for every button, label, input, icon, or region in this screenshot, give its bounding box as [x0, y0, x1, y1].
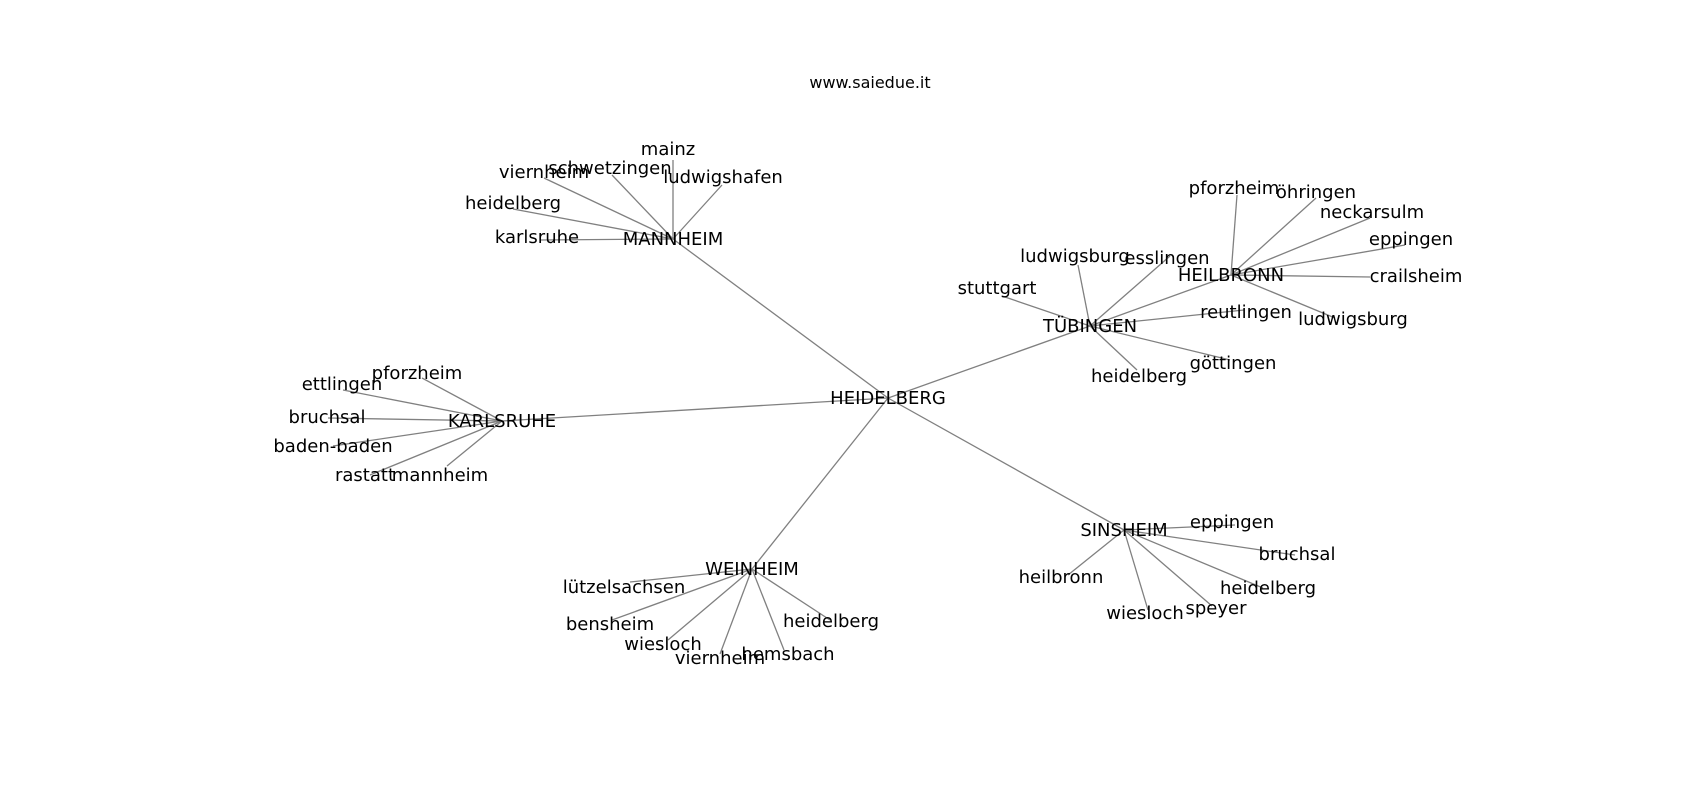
edge-karlsruhe-leaf-4	[369, 420, 503, 476]
edge-tuebingen	[887, 325, 1091, 399]
leaf-label-weinheim-2: wiesloch	[624, 634, 702, 655]
edge-sinsheim	[887, 397, 1125, 531]
edge-sinsheim-leaf-0	[1123, 524, 1236, 531]
leaf-label-tuebingen-5: heidelberg	[1091, 366, 1187, 387]
graph-title: www.saiedue.it	[809, 73, 930, 92]
edge-karlsruhe	[501, 397, 889, 422]
edge-mannheim-leaf-2	[672, 184, 723, 240]
leaf-label-karlsruhe-3: baden-baden	[273, 436, 392, 457]
edge-sinsheim-leaf-2	[1123, 529, 1264, 589]
leaf-label-tuebingen-2: stuttgart	[958, 278, 1037, 299]
edge-tuebingen-leaf-2	[1001, 295, 1091, 327]
leaf-label-sinsheim-4: wiesloch	[1106, 603, 1184, 624]
edge-sinsheim-leaf-4	[1123, 529, 1149, 611]
hub-label-weinheim: WEINHEIM	[705, 559, 799, 580]
edge-karlsruhe-leaf-0	[421, 377, 503, 422]
edge-heilbronn-leaf-3	[1230, 244, 1406, 276]
leaf-label-karlsruhe-0: pforzheim	[372, 363, 463, 384]
leaf-label-heilbronn-5: ludwigsburg	[1298, 309, 1408, 330]
edge-heilbronn	[1089, 274, 1232, 327]
hub-label-mannheim: MANNHEIM	[623, 229, 724, 250]
leaf-label-sinsheim-0: eppingen	[1190, 512, 1274, 533]
edge-mannheim-leaf-4	[512, 208, 674, 240]
edge-tuebingen-leaf-3	[1089, 309, 1245, 327]
leaf-label-heilbronn-0: pforzheim	[1189, 178, 1280, 199]
leaf-label-weinheim-3: viernheim	[675, 648, 765, 669]
edge-heilbronn-leaf-4	[1230, 274, 1371, 278]
hub-label-heilbronn: HEILBRONN	[1178, 265, 1284, 286]
leaf-label-mannheim-3: viernheim	[499, 162, 589, 183]
graph-labels: www.saiedue.it HEIDELBERG MANNHEIM mainzsc…	[273, 73, 1462, 669]
edge-weinheim-leaf-2	[667, 568, 753, 641]
leaf-label-weinheim-5: heidelberg	[783, 611, 879, 632]
leaf-label-mannheim-0: mainz	[641, 139, 695, 160]
edge-mannheim-leaf-3	[543, 177, 674, 240]
leaf-label-heilbronn-4: crailsheim	[1370, 266, 1463, 287]
edge-weinheim-leaf-1	[611, 568, 753, 621]
edge-heilbronn-leaf-0	[1230, 194, 1238, 276]
edge-tuebingen-leaf-0	[1077, 264, 1091, 327]
hub-label-sinsheim: SINSHEIM	[1080, 520, 1167, 541]
leaf-label-weinheim-4: hemsbach	[741, 644, 834, 665]
edge-weinheim-leaf-5	[751, 568, 831, 621]
leaf-label-sinsheim-3: speyer	[1185, 598, 1247, 619]
leaf-label-heilbronn-2: neckarsulm	[1320, 202, 1424, 223]
edge-weinheim-leaf-0	[629, 568, 753, 583]
edge-sinsheim-leaf-3	[1123, 529, 1213, 607]
edge-sinsheim-leaf-1	[1123, 529, 1296, 556]
leaf-label-karlsruhe-5: mannheim	[392, 465, 488, 486]
hub-label-tuebingen: TÜBINGEN	[1042, 315, 1137, 337]
edge-tuebingen-leaf-4	[1089, 325, 1231, 361]
leaf-label-heilbronn-1: öhringen	[1276, 182, 1356, 203]
leaf-label-sinsheim-2: heidelberg	[1220, 578, 1316, 599]
leaf-label-karlsruhe-4: rastatt	[335, 465, 395, 486]
leaf-label-mannheim-5: karlsruhe	[495, 227, 579, 248]
leaf-label-tuebingen-0: ludwigsburg	[1020, 246, 1130, 267]
leaf-label-weinheim-0: lützelsachsen	[563, 577, 686, 598]
edge-mannheim-leaf-5	[539, 238, 674, 241]
edge-karlsruhe-leaf-3	[332, 420, 503, 447]
edge-weinheim-leaf-3	[719, 568, 753, 655]
leaf-label-heilbronn-3: eppingen	[1369, 229, 1453, 250]
edge-sinsheim-leaf-5	[1067, 529, 1125, 576]
leaf-label-mannheim-2: ludwigshafen	[663, 167, 783, 188]
leaf-label-karlsruhe-1: ettlingen	[302, 374, 383, 395]
hub-label-karlsruhe: KARLSRUHE	[448, 411, 556, 432]
leaf-label-weinheim-1: bensheim	[566, 614, 654, 635]
graph-edges	[327, 160, 1406, 655]
edge-tuebingen-leaf-1	[1089, 255, 1171, 327]
edge-mannheim-leaf-1	[611, 174, 674, 240]
edge-mannheim	[672, 238, 889, 399]
edge-heilbronn-leaf-5	[1230, 274, 1336, 319]
edge-weinheim	[751, 397, 889, 570]
leaf-label-mannheim-4: heidelberg	[465, 193, 561, 214]
leaf-label-karlsruhe-2: bruchsal	[289, 407, 366, 428]
leaf-label-mannheim-1: schwetzingen	[548, 158, 671, 179]
edge-heilbronn-leaf-1	[1230, 197, 1317, 276]
edge-karlsruhe-leaf-2	[327, 417, 503, 422]
edge-karlsruhe-leaf-5	[446, 420, 503, 467]
center-node-label: HEIDELBERG	[830, 388, 946, 409]
leaf-label-sinsheim-5: heilbronn	[1019, 567, 1104, 588]
edge-weinheim-leaf-4	[751, 568, 785, 651]
edge-karlsruhe-leaf-1	[342, 389, 503, 422]
edge-heilbronn-leaf-2	[1230, 217, 1371, 276]
leaf-label-tuebingen-4: göttingen	[1190, 353, 1277, 374]
edge-tuebingen-leaf-5	[1089, 325, 1138, 371]
leaf-label-sinsheim-1: bruchsal	[1259, 544, 1336, 565]
leaf-label-tuebingen-1: esslingen	[1124, 248, 1209, 269]
leaf-label-tuebingen-3: reutlingen	[1200, 302, 1292, 323]
